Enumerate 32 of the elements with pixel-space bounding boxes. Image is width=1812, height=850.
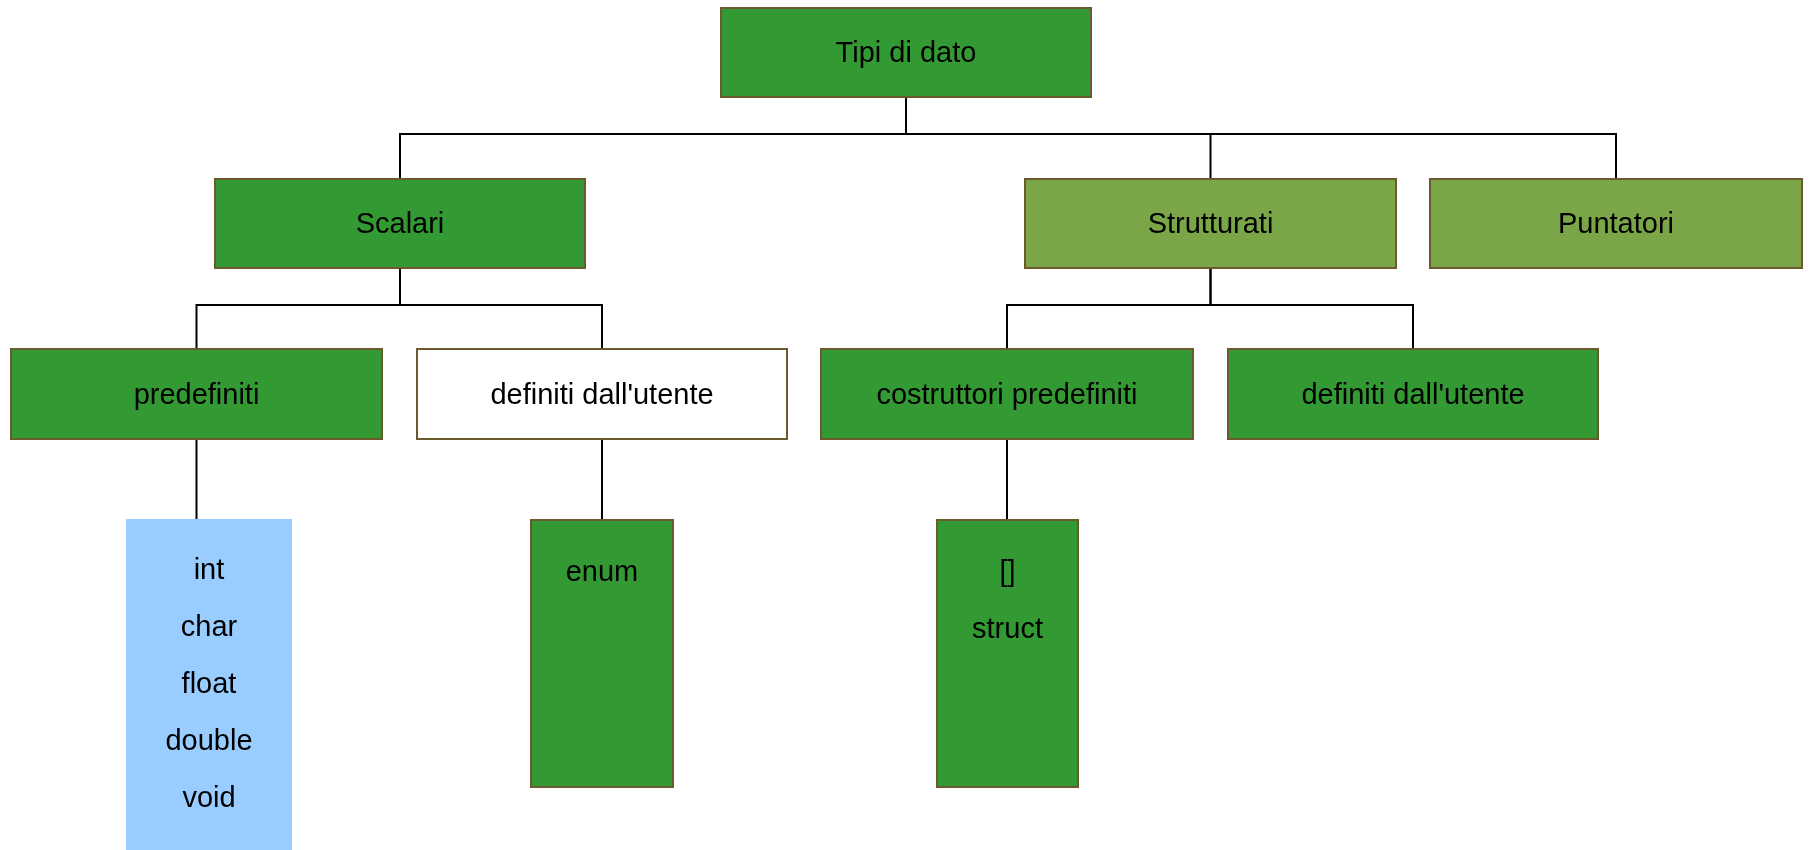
node-label: char (180, 609, 238, 644)
category-box (1024, 178, 1397, 269)
node-label: definiti dall'utente (1301, 376, 1525, 412)
category-box (214, 178, 586, 269)
node-label: definiti dall'utente (490, 376, 714, 412)
connector-line (399, 268, 603, 349)
type-list-box (530, 519, 674, 788)
node-label: enum (565, 554, 639, 589)
connector-line (601, 439, 603, 520)
node-label: Puntatori (1557, 206, 1675, 241)
connector-line (1209, 268, 1414, 349)
node-label: Scalari (355, 206, 445, 241)
type-list-box (126, 519, 292, 850)
connector-line (1006, 439, 1008, 520)
connector-line (195, 439, 198, 520)
node-label: Tipi di dato (835, 35, 977, 70)
category-box (1429, 178, 1803, 269)
node-label: double (165, 723, 253, 758)
node-label: float (181, 666, 237, 701)
category-box (416, 348, 788, 440)
category-box (10, 348, 383, 440)
category-box (720, 7, 1092, 98)
type-list-box (936, 519, 1079, 788)
node-label: Strutturati (1147, 206, 1274, 241)
node-label: predefiniti (133, 376, 260, 412)
node-label: void (182, 780, 236, 815)
node-label: costruttori predefiniti (876, 376, 1138, 412)
node-label: struct (972, 611, 1043, 646)
category-box (820, 348, 1194, 440)
category-box (1227, 348, 1599, 440)
node-label: [] (999, 554, 1016, 589)
node-label: int (193, 552, 225, 587)
